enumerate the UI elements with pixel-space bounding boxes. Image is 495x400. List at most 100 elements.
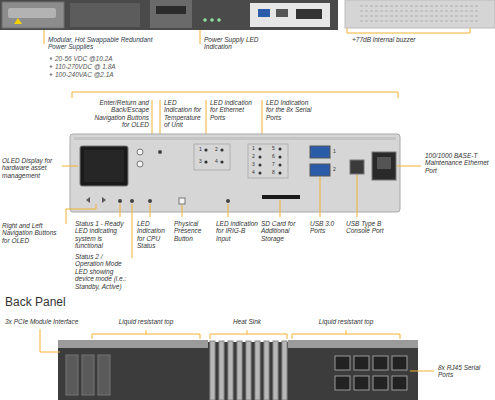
rj45-port (335, 356, 350, 370)
back-chassis (98, 355, 110, 395)
front-panel (220, 160, 223, 163)
leader-line (62, 166, 78, 167)
heat-sink (219, 341, 224, 400)
leader-line (410, 371, 434, 372)
leader-line (280, 200, 281, 217)
heat-sink (228, 341, 233, 400)
side-chassis (345, 0, 495, 28)
leader-line (320, 177, 321, 217)
leader-line (200, 30, 201, 44)
back-chassis (58, 342, 418, 400)
top-chassis (217, 18, 221, 22)
bullet-dot (50, 73, 52, 75)
front-panel (179, 198, 185, 204)
top-chassis (0, 0, 338, 30)
callout-text: 8x RJ45 Serial Ports (438, 364, 493, 379)
front-panel (102, 197, 106, 203)
panel-digit: 7 (272, 162, 278, 168)
rj45-port (373, 376, 388, 390)
front-panel (377, 157, 391, 169)
back-chassis (288, 340, 418, 348)
front-panel (86, 197, 90, 203)
bullet-dot (50, 57, 52, 59)
leader-line (62, 166, 421, 258)
panel-digit: 5 (272, 146, 278, 152)
top-chassis (203, 18, 207, 22)
callout-text: 3x PCIe Module Interface (5, 318, 95, 325)
front-panel (130, 199, 134, 203)
callout-text: 100/1000 BASE-T Maintenance Ethernet Por… (425, 152, 493, 174)
back-chassis (66, 355, 78, 395)
front-panel (262, 195, 300, 199)
front-panel (74, 137, 396, 140)
heat-sink (210, 341, 215, 400)
panel-digit: 3 (252, 162, 258, 168)
bullet-dot (50, 57, 52, 75)
heat-sink (210, 341, 287, 400)
leader-line (92, 330, 200, 339)
leader-line (72, 92, 398, 98)
top-chassis (258, 9, 270, 17)
heat-sink (246, 341, 251, 400)
back-chassis (58, 340, 208, 348)
panel-digit: 4 (252, 170, 258, 176)
panel-digit: 2 (333, 167, 339, 173)
callout-text: LED Indication for the 8x Serial Ports (266, 99, 316, 121)
callout-text: USB 3.0 Ports (310, 220, 343, 235)
front-panel (310, 146, 330, 158)
section-heading: Back Panel (5, 296, 125, 310)
top-chassis (210, 18, 214, 22)
rj45-port (373, 356, 388, 370)
top-chassis (296, 9, 322, 19)
top-chassis (156, 6, 186, 14)
front-panel (137, 149, 143, 155)
bullet-dot (50, 65, 52, 67)
front-panel (372, 152, 396, 180)
callout-text: Physical Presence Button (174, 220, 212, 242)
leader-line (120, 204, 121, 217)
leader-line (228, 204, 229, 217)
front-panel (259, 172, 262, 175)
front-panel (118, 199, 122, 203)
front-panel (80, 146, 128, 186)
front-panel (259, 164, 262, 167)
callout-text: Liquid resistant top (110, 318, 182, 325)
rj45-port (392, 356, 407, 370)
panel-digit: 2 (215, 147, 221, 153)
front-panel (279, 164, 282, 167)
leader-line (40, 329, 60, 352)
spec-bullet: 100-240VAC @2.1A (55, 71, 135, 78)
rj45-port (335, 356, 407, 390)
callout-text: Right and Left Navigation Buttons for OL… (2, 222, 62, 244)
callout-text: Status 1 - Ready LED indicating system i… (75, 220, 128, 250)
heat-sink (273, 341, 278, 400)
front-panel (220, 148, 223, 151)
callout-text: +77dB internal buzzer (352, 36, 452, 43)
heat-sink (255, 341, 260, 400)
callout-text: Modular, Hot Swappable Redundant Power S… (48, 36, 153, 51)
top-chassis (0, 0, 338, 30)
front-panel (204, 160, 207, 163)
panel-digit: 3 (199, 159, 205, 165)
top-chassis (8, 8, 56, 18)
callout-text: SD Card for Additional Storage (261, 220, 307, 242)
leader-line (347, 28, 470, 33)
heat-sink (282, 341, 287, 400)
front-panel (70, 134, 400, 212)
callout-text: Power Supply LED Indication (204, 36, 259, 51)
leader-line (357, 175, 358, 217)
front-panel (259, 156, 262, 159)
leader-line (397, 166, 421, 167)
spec-bullet: 20-56 VDC @10.2A (55, 55, 135, 62)
callout-text: LED Indication for CPU Status (137, 220, 171, 250)
front-panel (279, 148, 282, 151)
side-chassis (360, 6, 480, 21)
leader-line (292, 330, 400, 339)
front-panel (248, 144, 288, 178)
top-chassis (70, 3, 140, 27)
front-panel (70, 134, 400, 212)
top-chassis (2, 2, 64, 28)
front-panel (279, 172, 282, 175)
panel-digit: 1 (252, 146, 258, 152)
